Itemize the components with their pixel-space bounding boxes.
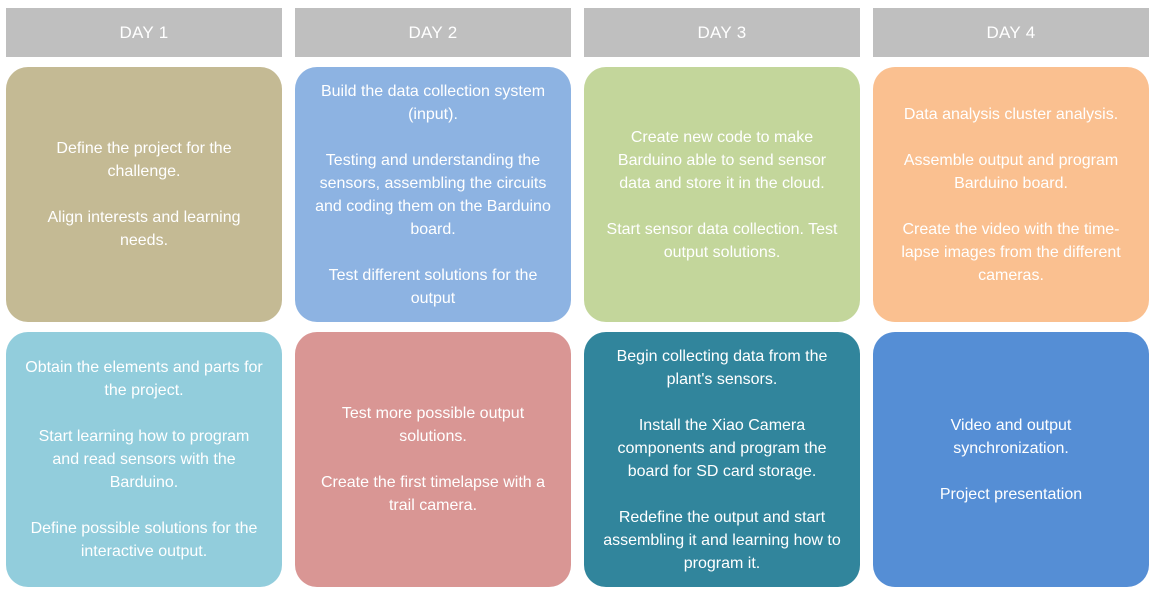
card-paragraph: Start sensor data collection. Test outpu… [606,220,838,261]
day-2-card-1: Build the data collection system (input)… [295,67,571,322]
card-paragraph: Create the first timelapse with a trail … [320,474,546,514]
day-1-header: DAY 1 [6,8,282,57]
day-4-card-1: Data analysis cluster analysis. Assemble… [873,67,1149,322]
day-2-header: DAY 2 [295,8,571,57]
card-paragraph: Start learning how to program and read s… [38,428,250,491]
day-4-card-2: Video and output synchronization. Projec… [873,332,1149,587]
card-paragraph: Align interests and learning needs. [47,209,241,249]
day-3-card-1: Create new code to make Barduino able to… [584,67,860,322]
card-paragraph: Begin collecting data from the plant's s… [616,347,828,388]
day-1-card-1: Define the project for the challenge. Al… [6,67,282,322]
card-paragraph: Video and output synchronization. [950,416,1072,457]
day-3-card-2: Begin collecting data from the plant's s… [584,332,860,587]
day-1-card-2: Obtain the elements and parts for the pr… [6,332,282,587]
card-paragraph: Define possible solutions for the intera… [30,520,258,560]
card-paragraph: Redefine the output and start assembling… [603,508,841,572]
day-2-card-2: Test more possible output solutions. Cre… [295,332,571,587]
day-4-header: DAY 4 [873,8,1149,57]
card-paragraph: Data analysis cluster analysis. [903,105,1119,123]
day-3-header: DAY 3 [584,8,860,57]
card-paragraph: Testing and understanding the sensors, a… [315,151,551,238]
card-paragraph: Test more possible output solutions. [341,405,525,445]
card-paragraph: Project presentation [939,485,1083,503]
card-paragraph: Create new code to make Barduino able to… [617,128,827,192]
card-paragraph: Test different solutions for the output [328,266,538,307]
card-paragraph: Assemble output and program Barduino boa… [903,151,1119,192]
card-paragraph: Create the video with the time-lapse ima… [901,220,1121,284]
card-paragraph: Install the Xiao Camera components and p… [617,416,827,480]
card-paragraph: Build the data collection system (input)… [320,82,546,123]
card-paragraph: Obtain the elements and parts for the pr… [25,359,263,399]
schedule-board: DAY 1 DAY 2 DAY 3 DAY 4 Define the proje… [6,8,1149,587]
card-paragraph: Define the project for the challenge. [56,140,232,180]
